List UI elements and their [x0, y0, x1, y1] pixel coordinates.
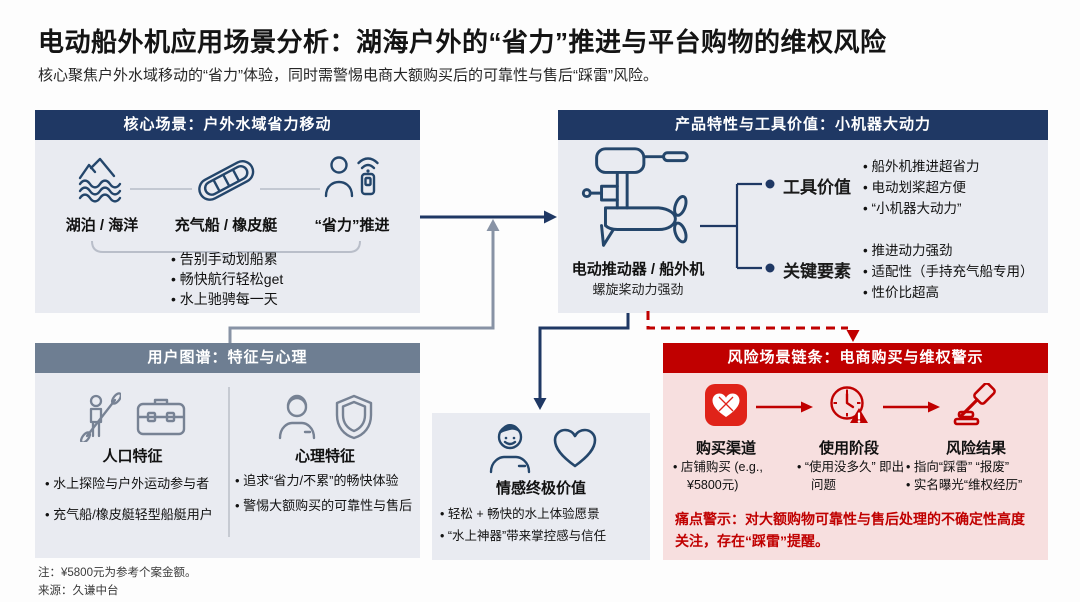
key-factor-list: 推进动力强劲 适配性（手持充气船专用） 性价比超高 — [863, 240, 1045, 303]
step-list: 店铺购买 (e.g., ¥5800元) — [673, 459, 793, 494]
branch-label: 关键要素 — [783, 262, 851, 281]
bullet: 推进动力强劲 — [863, 240, 1045, 261]
bullet: 电动划桨超方便 — [863, 177, 1045, 198]
page-subtitle: 核心聚焦户外水域移动的“省力”体验，同时需警惕电商大额购买后的可靠性与售后“踩雷… — [38, 67, 658, 84]
person-bust-icon — [278, 394, 316, 440]
demographic-list: 水上探险与户外运动参与者 充气船/橡皮艇轻型船艇用户 — [45, 475, 225, 524]
bullet: 店铺购买 (e.g., ¥5800元) — [673, 459, 793, 494]
bullet: 追求“省力/不累”的畅快体验 — [235, 471, 413, 491]
page-title: 电动船外机应用场景分析：湖海户外的“省力”推进与平台购物的维权风险 — [38, 27, 887, 57]
connector-dash — [130, 188, 192, 190]
core-item-label: 湖泊 / 海洋 — [65, 217, 139, 234]
bullet: 实名曝光“维权经历” — [906, 477, 1046, 495]
inflatable-boat-icon — [198, 160, 255, 201]
clock-warning-icon — [830, 386, 868, 423]
step-label: 使用阶段 — [818, 440, 879, 457]
step-label: 购买渠道 — [695, 440, 756, 457]
smiling-person-icon — [489, 424, 531, 474]
shield-icon — [335, 394, 373, 440]
emotion-title: 情感终极价值 — [495, 480, 586, 497]
bullet: “小机器大动力” — [863, 198, 1045, 219]
bullet: 船外机推进超省力 — [863, 156, 1045, 177]
column-divider — [228, 387, 230, 537]
step-arrow-icon — [883, 401, 940, 413]
person-remote-icon — [324, 156, 379, 198]
bullet: 指向“踩雷” “报废” — [906, 459, 1046, 477]
bullet: 轻松 + 畅快的水上体验愿景 — [440, 503, 646, 525]
column-label: 人口特征 — [102, 448, 163, 465]
person-paddle-icon — [79, 392, 121, 442]
motor-subtitle: 螺旋桨动力强劲 — [592, 282, 684, 297]
demographic-icons — [55, 391, 210, 443]
core-item-label: “省力”推进 — [314, 217, 390, 234]
branch-label: 工具价值 — [783, 178, 851, 197]
bullet: 水上探险与户外运动参与者 — [45, 475, 225, 493]
product-box: 产品特性与工具价值：小机器大动力 电动推动器 / 船外机 螺旋桨动力强劲 工具价… — [558, 110, 1048, 313]
user-profile-box: 用户图谱：特征与心理 人口特征 水上探险与户外运动参与者 充气船/橡皮艇 — [35, 343, 420, 558]
connector-dash — [260, 188, 320, 190]
bullet: 适配性（手持充气船专用） — [863, 261, 1045, 282]
risk-header: 风险场景链条：电商购买与维权警示 — [663, 343, 1048, 373]
step-label: 风险结果 — [945, 440, 1006, 457]
psychology-icons — [240, 391, 410, 443]
gavel-icon — [953, 383, 996, 426]
bullet: 警惕大额购买的可靠性与售后 — [235, 496, 413, 516]
step-list: 指向“踩雷” “报废” 实名曝光“维权经历” — [906, 459, 1046, 494]
motor-title: 电动推动器 / 船外机 — [571, 261, 705, 278]
shopping-app-icon — [705, 384, 747, 426]
lake-ocean-icon — [78, 157, 122, 203]
bullet: 水上驰骋每一天 — [171, 289, 283, 309]
bullet: “水上神器”带来掌控感与信任 — [440, 525, 646, 547]
pain-point-warning: 痛点警示：对大额购物可靠性与售后处理的不确定性高度关注，存在“踩雷”提醒。 — [675, 511, 1025, 549]
bullet: “使用没多久” 即出问题 — [797, 459, 909, 494]
core-scene-header: 核心场景：户外水域省力移动 — [35, 110, 420, 140]
tool-value-list: 船外机推进超省力 电动划桨超方便 “小机器大动力” — [863, 156, 1045, 219]
bullet: 性价比超高 — [863, 282, 1045, 303]
risk-box: 风险场景链条：电商购买与维权警示 购买渠道 使用阶段 风险结 — [663, 343, 1048, 560]
column-label: 心理特征 — [294, 448, 355, 465]
heart-icon — [553, 428, 597, 468]
emotion-list: 轻松 + 畅快的水上体验愿景 “水上神器”带来掌控感与信任 — [440, 503, 646, 547]
briefcase-icon — [136, 398, 185, 436]
core-bullet-list: 告别手动划船累 畅快航行轻松get 水上驰骋每一天 — [171, 249, 283, 309]
emotion-icons — [432, 421, 650, 475]
outboard-motor-icon — [581, 147, 689, 247]
step-list: “使用没多久” 即出问题 — [797, 459, 909, 494]
emotion-box: 情感终极价值 轻松 + 畅快的水上体验愿景 “水上神器”带来掌控感与信任 — [432, 413, 650, 560]
footnote: 注：¥5800元为参考个案金额。 — [38, 567, 197, 579]
bullet: 畅快航行轻松get — [171, 269, 283, 289]
psychology-list: 追求“省力/不累”的畅快体验 警惕大额购买的可靠性与售后 — [235, 471, 413, 516]
bullet: 告别手动划船累 — [171, 249, 283, 269]
core-scene-box: 核心场景：户外水域省力移动 湖泊 / 海洋 充气船 / 橡皮艇 “省 — [35, 110, 420, 313]
user-profile-header: 用户图谱：特征与心理 — [35, 343, 420, 373]
source-note: 来源：久谦中台 — [38, 585, 119, 597]
product-header: 产品特性与工具价值：小机器大动力 — [558, 110, 1048, 140]
step-arrow-icon — [756, 401, 813, 413]
core-item-label: 充气船 / 橡皮艇 — [174, 217, 278, 234]
bullet: 充气船/橡皮艇轻型船艇用户 — [45, 506, 225, 524]
